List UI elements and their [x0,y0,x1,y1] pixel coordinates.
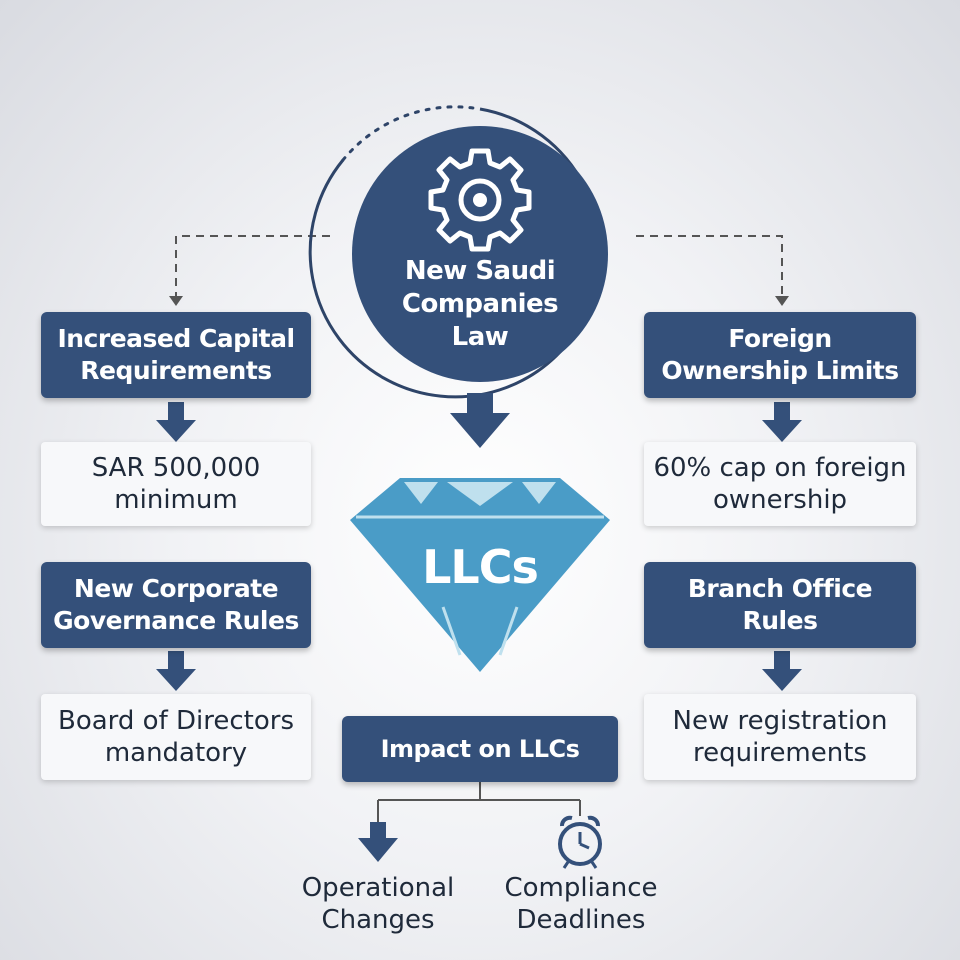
detail-box-branch: New registration requirements [644,694,916,780]
outcome-compliance-label: Compliance Deadlines [504,873,658,935]
heading-box-foreign: Foreign Ownership Limits [644,312,916,398]
detail-box-foreign: 60% cap on foreign ownership [644,442,916,526]
down-arrow-icon [358,822,398,862]
connector-arrowhead-right [775,296,789,306]
alarm-clock-icon [558,815,602,869]
dashed-connector-left [175,235,330,300]
big-arrow-center [450,393,510,448]
arrow-right-2 [762,651,802,691]
heading-box-capital: Increased Capital Requirements [41,312,311,398]
dashed-connector-right [636,235,783,300]
impact-tree-lines [377,782,581,822]
arrow-left-2 [156,651,196,691]
heading-box-branch: Branch Office Rules [644,562,916,648]
gear-icon [428,148,532,252]
impact-box: Impact on LLCs [342,716,618,782]
connector-arrowhead-left [169,296,183,306]
center-title: New Saudi Companies Law [401,256,559,352]
ring-dotted-arc [341,105,482,162]
detail-box-governance: Board of Directors mandatory [41,694,311,780]
diamond-icon [350,478,610,672]
diamond-label: LLCs [422,540,539,594]
outcome-operational-label: Operational Changes [301,873,455,935]
detail-box-capital: SAR 500,000 minimum [41,442,311,526]
heading-box-governance: New Corporate Governance Rules [41,562,311,648]
arrow-right-1 [762,402,802,442]
arrow-left-1 [156,402,196,442]
center-circle [352,126,608,382]
